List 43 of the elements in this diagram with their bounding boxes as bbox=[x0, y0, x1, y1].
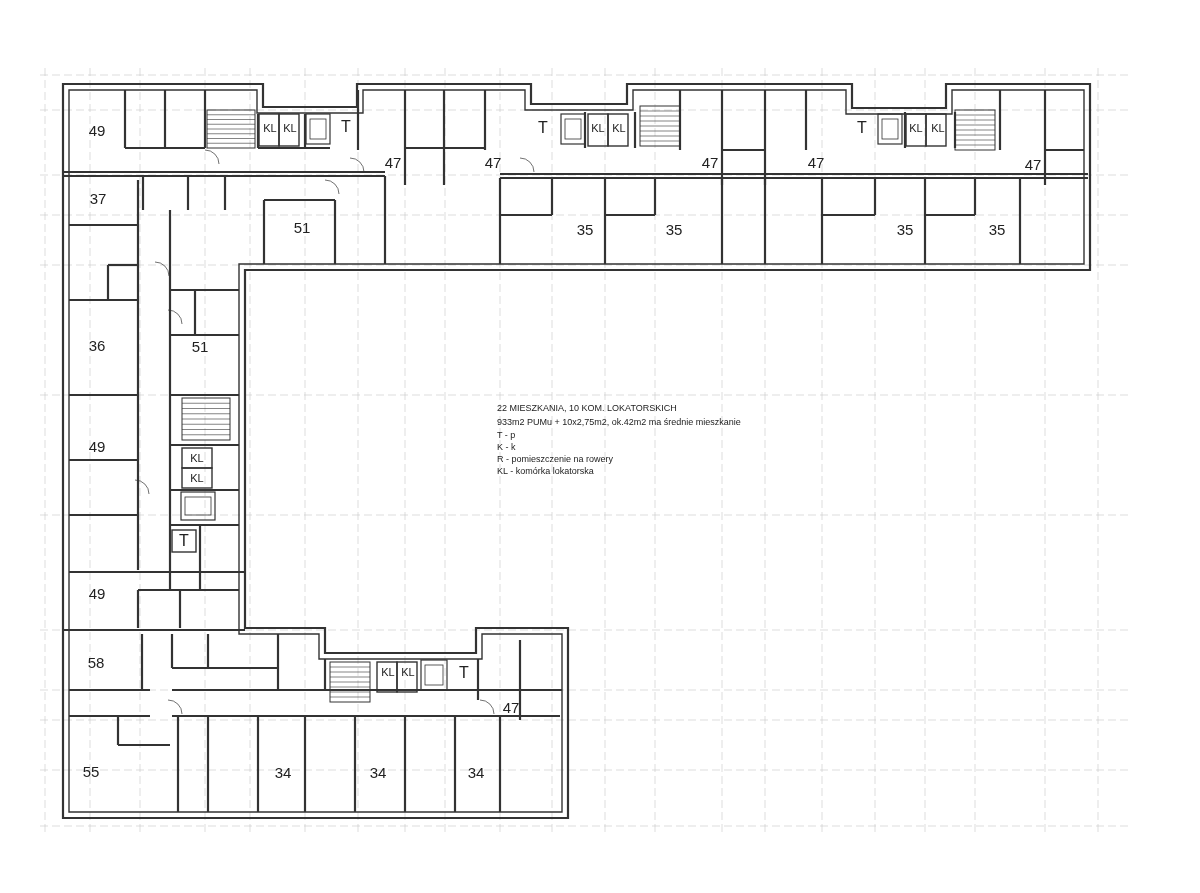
legend-note: R - pomieszczenie na rowery bbox=[497, 455, 614, 464]
room-area-number: 35 bbox=[896, 221, 914, 237]
room-area-number: 36 bbox=[88, 337, 106, 353]
room-area-number: 49 bbox=[88, 438, 106, 454]
legend-note: 22 MIESZKANIA, 10 KOM. LOKATORSKICH bbox=[497, 404, 677, 413]
room-area-number: 49 bbox=[88, 585, 106, 601]
room-area-number: 47 bbox=[807, 154, 825, 170]
room-code-label: T bbox=[341, 119, 351, 135]
room-area-number: 37 bbox=[89, 190, 107, 206]
legend-note: 933m2 PUMu + 10x2,75m2, ok.42m2 ma średnie mieszkanie bbox=[497, 418, 741, 427]
room-code-label: KL bbox=[401, 666, 415, 678]
legend-note: K - k bbox=[497, 443, 516, 452]
room-area-number: 58 bbox=[87, 654, 105, 670]
room-area-number: 47 bbox=[701, 154, 719, 170]
room-area-number: 47 bbox=[484, 154, 502, 170]
room-code-label: KL bbox=[612, 122, 626, 134]
room-area-number: 49 bbox=[88, 122, 106, 138]
room-code-label: KL bbox=[931, 122, 945, 134]
room-code-label: KL bbox=[591, 122, 605, 134]
room-code-label: KL bbox=[190, 452, 204, 464]
room-code-label: KL bbox=[190, 472, 204, 484]
room-area-number: 35 bbox=[665, 221, 683, 237]
room-area-number: 55 bbox=[82, 763, 100, 779]
room-area-number: 47 bbox=[384, 154, 402, 170]
room-code-label: T bbox=[857, 120, 867, 136]
room-code-label: T bbox=[538, 120, 548, 136]
room-code-label: T bbox=[179, 533, 189, 549]
legend-note: KL - komórka lokatorska bbox=[497, 467, 594, 476]
room-area-number: 34 bbox=[274, 764, 292, 780]
room-area-number: 47 bbox=[502, 699, 520, 715]
room-code-label: KL bbox=[381, 666, 395, 678]
room-code-label: T bbox=[459, 665, 469, 681]
room-area-number: 35 bbox=[576, 221, 594, 237]
room-code-label: KL bbox=[263, 122, 277, 134]
room-area-number: 47 bbox=[1024, 156, 1042, 172]
legend-note: T - p bbox=[497, 431, 516, 440]
room-code-label: KL bbox=[909, 122, 923, 134]
room-area-number: 51 bbox=[191, 338, 209, 354]
room-area-number: 34 bbox=[369, 764, 387, 780]
room-area-number: 34 bbox=[467, 764, 485, 780]
room-code-label: KL bbox=[283, 122, 297, 134]
room-area-number: 51 bbox=[293, 219, 311, 235]
room-area-number: 35 bbox=[988, 221, 1006, 237]
